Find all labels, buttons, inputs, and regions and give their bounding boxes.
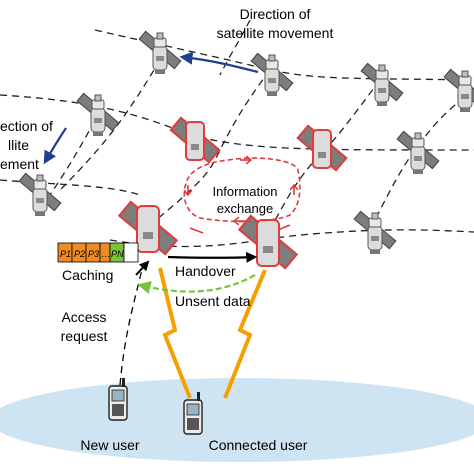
satellite-icon bbox=[250, 52, 294, 97]
unsent-data-arrow bbox=[137, 274, 256, 294]
access-request-line2: request bbox=[61, 328, 108, 344]
cache-cell-3: P3 bbox=[88, 249, 99, 259]
direction-label-left-line2: llite bbox=[8, 137, 29, 153]
satellite-icon bbox=[18, 172, 62, 217]
connected-user-label: Connected user bbox=[209, 437, 308, 453]
direction-label-top-line2: satellite movement bbox=[217, 25, 334, 41]
mobile-phone-icon bbox=[108, 378, 128, 421]
direction-label-left-line1: ection of bbox=[0, 118, 53, 134]
exchange-tick bbox=[277, 224, 291, 231]
exchange-tick bbox=[189, 227, 204, 234]
cache-cell-n: PN bbox=[111, 249, 124, 259]
satellite-icon bbox=[169, 116, 221, 164]
handover-arrow bbox=[167, 251, 258, 263]
satellite-icon bbox=[396, 130, 440, 175]
lightning-link-icon bbox=[158, 267, 267, 399]
satellite-icon bbox=[353, 210, 397, 255]
satellite-icon bbox=[360, 62, 404, 107]
satellite-icon bbox=[296, 124, 348, 172]
satellite-icon bbox=[138, 30, 182, 75]
satellite-icon bbox=[237, 214, 299, 270]
caching-link bbox=[135, 260, 150, 276]
satellite-icon bbox=[117, 200, 179, 256]
satellite-icon bbox=[443, 68, 474, 113]
unsent-data-label: Unsent data bbox=[175, 293, 251, 309]
satellite-icon bbox=[76, 92, 120, 137]
information-exchange-line2: exchange bbox=[217, 201, 273, 216]
movement-arrow-top bbox=[179, 51, 259, 74]
cache-cell-1: P1 bbox=[60, 249, 71, 259]
access-request-line1: Access bbox=[61, 309, 106, 325]
information-exchange-line1: Information bbox=[212, 184, 277, 199]
direction-label-left-line3: ement bbox=[0, 156, 39, 172]
new-user-label: New user bbox=[80, 437, 139, 453]
access-request-line bbox=[119, 264, 144, 386]
cache-queue: P1 P2 P3 … PN bbox=[57, 242, 139, 263]
mobile-phone-icon bbox=[183, 392, 203, 435]
direction-label-top-line1: Direction of bbox=[240, 6, 311, 22]
cache-cell-ellipsis: … bbox=[101, 249, 110, 259]
caching-label: Caching bbox=[62, 267, 113, 283]
cache-cell-2: P2 bbox=[74, 249, 85, 259]
handover-label: Handover bbox=[175, 263, 236, 279]
information-exchange-loop bbox=[183, 157, 301, 223]
movement-arrow-left bbox=[43, 127, 67, 165]
